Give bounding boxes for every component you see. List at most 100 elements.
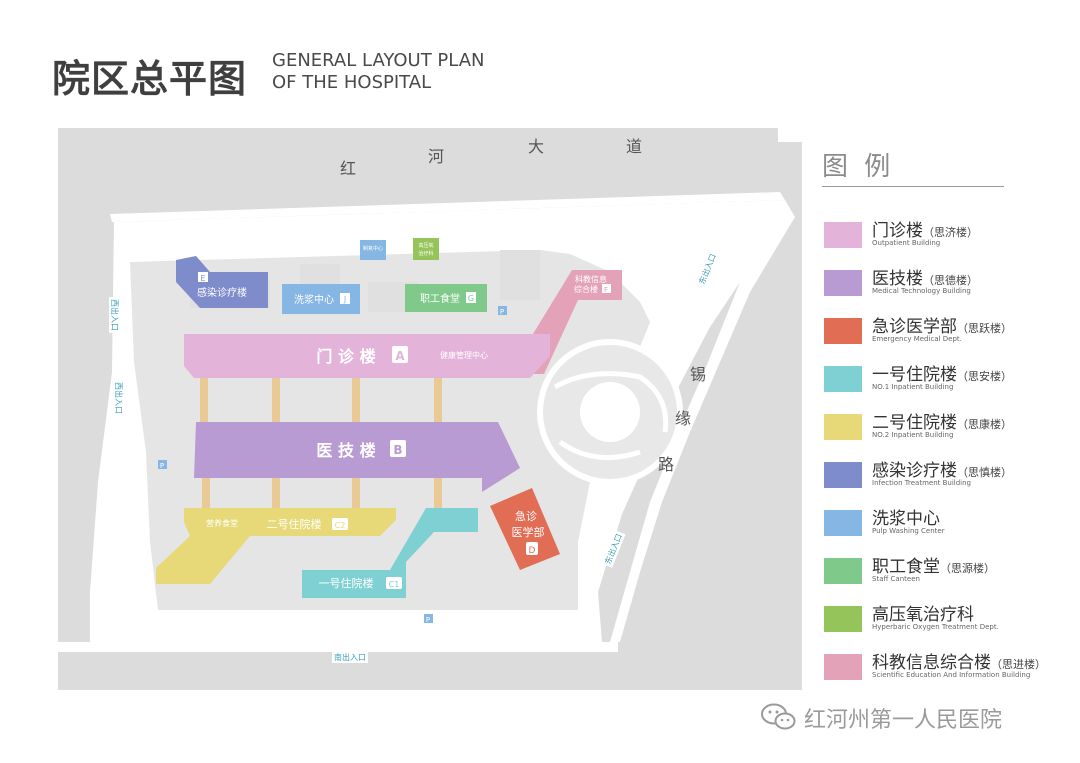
code-j: J — [343, 295, 346, 304]
badge-d — [526, 542, 538, 555]
code-d: D — [529, 546, 536, 556]
code-c2: C2 — [335, 521, 346, 530]
label-canteen: 职工食堂 — [420, 292, 460, 305]
parking-code-3: P — [426, 616, 430, 624]
entrance-west-1-label: 西出入口 — [110, 299, 120, 331]
legend-swatch — [824, 510, 862, 536]
parking-code-2: P — [160, 462, 164, 470]
corridors — [200, 378, 442, 532]
garden-path-2 — [558, 439, 641, 461]
building-inpatient-1[interactable] — [302, 508, 478, 598]
legend-swatch — [824, 654, 862, 680]
corridor-6 — [272, 478, 280, 508]
code-e: E — [200, 274, 205, 283]
legend-item: 科教信息综合楼（思进楼）Scientific Education And Inf… — [824, 646, 1046, 688]
road-bottom-edge — [58, 642, 618, 652]
legend-title: 图 例 — [822, 152, 895, 182]
road-right-char-1: 锡 — [690, 365, 706, 384]
legend-item-label: 二号住院楼 — [872, 413, 957, 433]
label-emergency-1: 急诊 — [515, 509, 537, 523]
parking-badge-3[interactable] — [424, 614, 433, 623]
entrance-west-1-box — [109, 297, 122, 333]
legend-item-english: Infection Treatment Building — [872, 479, 971, 487]
entrance-west-2[interactable]: 西出入口 — [113, 380, 126, 416]
legend-item-label: 洗浆中心 — [872, 509, 940, 529]
legend-item: 急诊医学部（思跃楼）Emergency Medical Dept. — [824, 310, 1024, 352]
legend-swatch — [824, 462, 862, 488]
label-hyperbaric-1: 高压氧 — [418, 242, 433, 249]
legend-item-name: 感染诊疗楼（思慎楼） — [872, 456, 1012, 481]
building-medtech[interactable] — [194, 422, 520, 492]
legend-item: 感染诊疗楼（思慎楼）Infection Treatment Building — [824, 454, 1024, 496]
entrance-west-1[interactable]: 西出入口 — [109, 297, 122, 333]
label-medtech: 医 技 楼 — [316, 441, 375, 460]
badge-b — [390, 440, 406, 457]
corridor-7 — [352, 478, 360, 532]
building-hyperbaric[interactable] — [413, 238, 439, 260]
entrance-east-1-box — [693, 249, 720, 288]
legend-item-alias: （思康楼） — [957, 418, 1012, 431]
parking-badge-1[interactable] — [498, 306, 507, 315]
building-infection[interactable] — [176, 256, 268, 308]
garden-inner — [580, 382, 640, 442]
watermark-text: 红河州第一人民医院 — [804, 708, 1003, 733]
corridor-8 — [434, 478, 442, 508]
entrance-south[interactable]: 南出入口 — [332, 650, 368, 663]
entrance-west-2-box — [113, 380, 126, 416]
code-c1: C1 — [389, 580, 400, 589]
entrance-west-2-label: 西出入口 — [114, 382, 124, 414]
legend-item: 医技楼（思德楼）Medical Technology Building — [824, 262, 1024, 304]
building-outpatient[interactable] — [184, 334, 550, 378]
wechat-eye-3 — [780, 718, 784, 722]
legend-item-english: Pulp Washing Center — [872, 527, 945, 535]
legend-swatch — [824, 414, 862, 440]
legend-item-label: 职工食堂 — [872, 557, 940, 577]
legend-item-alias: （思源楼） — [940, 562, 995, 575]
code-a: A — [395, 349, 405, 363]
service-block-4 — [500, 250, 540, 300]
road-char-1: 红 — [340, 159, 356, 178]
label-sci-2: 综合楼 — [574, 284, 598, 294]
label-health-center: 健康管理中心 — [440, 350, 488, 360]
label-oxygen: 制氧中心 — [363, 245, 383, 252]
legend-item: 一号住院楼（思安楼）NO.1 Inpatient Building — [824, 358, 1024, 400]
wechat-eye-1 — [768, 710, 772, 714]
legend-item-name: 高压氧治疗科 — [872, 600, 974, 625]
building-emergency[interactable] — [490, 488, 560, 570]
entrance-south-box — [332, 650, 368, 663]
badge-c2 — [332, 518, 348, 530]
legend-item-alias: （思进楼） — [991, 658, 1046, 671]
legend-item-alias: （思跃楼） — [957, 322, 1012, 335]
code-b: B — [393, 443, 402, 457]
road-char-3: 大 — [528, 137, 544, 156]
legend-swatch — [824, 606, 862, 632]
legend-item-label: 门诊楼 — [872, 221, 923, 241]
legend-item-name: 洗浆中心 — [872, 504, 940, 529]
legend-swatch — [824, 318, 862, 344]
legend-item-english: Emergency Medical Dept. — [872, 335, 962, 343]
label-pulp: 洗浆中心 — [294, 293, 334, 306]
legend-item: 职工食堂（思源楼） Staff Canteen — [824, 550, 1024, 592]
parking-code-1: P — [500, 308, 504, 316]
label-infection: 感染诊疗楼 — [197, 286, 247, 299]
building-oxygen[interactable] — [360, 240, 386, 260]
corridor-2 — [272, 378, 280, 422]
legend-item-label: 一号住院楼 — [872, 365, 957, 385]
legend-swatch — [824, 270, 862, 296]
wechat-eye-4 — [786, 718, 790, 722]
legend-swatch — [824, 558, 862, 584]
legend-item: 门诊楼（思济楼）Outpatient Building — [824, 214, 1024, 256]
label-hyperbaric-2: 治疗科 — [418, 250, 433, 257]
label-outpatient: 门 诊 楼 — [316, 347, 375, 366]
parking-badge-2[interactable] — [158, 460, 167, 469]
legend-item-english: Scientific Education And Information Bui… — [872, 671, 1031, 679]
corridor-5 — [202, 478, 210, 508]
wechat-bubble-small — [774, 712, 796, 730]
road-right-char-3: 路 — [658, 455, 674, 474]
label-sci-1: 科教信息 — [575, 274, 607, 284]
legend-item-english: Staff Canteen — [872, 575, 920, 583]
badge-f — [602, 284, 611, 293]
label-inpatient-2: 二号住院楼 — [267, 517, 322, 531]
subtitle-line-1: GENERAL LAYOUT PLAN — [272, 50, 485, 71]
entrance-east-2-box — [599, 529, 626, 568]
